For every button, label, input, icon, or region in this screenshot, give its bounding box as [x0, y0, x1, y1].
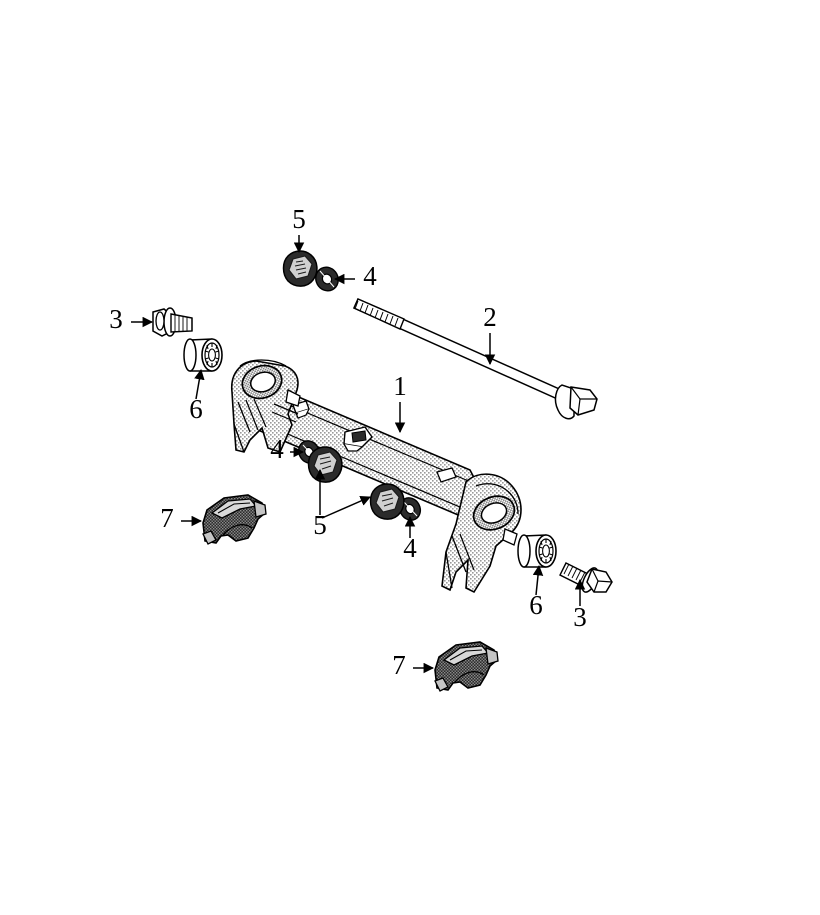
part-flange-nut-mid-lower [369, 483, 405, 520]
bar-highlight-line-b [263, 423, 475, 514]
callout-label-6a: 6 [189, 394, 203, 424]
callout-4b: 4 [270, 434, 305, 464]
callout-label-6b: 6 [529, 590, 543, 620]
part-flange-nut-mid-upper [307, 446, 343, 483]
part-bracket-left [202, 494, 267, 545]
callout-5-secondary-leader [321, 495, 371, 519]
callout-5a: 5 [292, 204, 306, 254]
callout-label-5a: 5 [292, 204, 306, 234]
callout-label-4b: 4 [270, 434, 284, 464]
part-washer-upper [315, 266, 339, 292]
callout-label-7a: 7 [160, 503, 174, 533]
callout-1: 1 [393, 371, 407, 434]
callout-leader-6a [194, 368, 205, 400]
callout-label-7b: 7 [392, 650, 406, 680]
callout-7b: 7 [392, 650, 435, 680]
through-bolt-thread [353, 298, 405, 330]
part-stabilizer-bar [231, 359, 522, 594]
callout-6b: 6 [529, 564, 544, 620]
part-flange-bolt-upper-left [152, 307, 193, 337]
part-flange-nut-upper [282, 250, 318, 287]
part-washer-mid-right [398, 497, 422, 521]
part-through-bolt-long [353, 298, 598, 420]
callout-label-5b: 5 [313, 510, 327, 540]
part-bushing-lower-right [517, 534, 557, 568]
callout-label-3b: 3 [573, 602, 587, 632]
callout-3b: 3 [573, 578, 587, 632]
callout-label-4a: 4 [363, 261, 377, 291]
callout-7a: 7 [160, 503, 203, 533]
callout-layer: 1 2 3 3 4 4 4 5 5 6 6 7 7 [109, 204, 587, 680]
callout-6a: 6 [189, 368, 205, 424]
callout-label-1: 1 [393, 371, 407, 401]
stabilizer-right-yoke [441, 473, 522, 594]
through-bolt-flange [554, 384, 575, 420]
bar-right-tab [436, 467, 457, 483]
callout-label-2: 2 [483, 302, 497, 332]
callout-4c: 4 [403, 515, 417, 563]
stabilizer-left-yoke [231, 359, 301, 453]
callout-4a: 4 [333, 261, 377, 291]
bar-mid-clip [343, 426, 373, 452]
callout-label-3a: 3 [109, 304, 123, 334]
callout-label-4c: 4 [403, 533, 417, 563]
callout-2: 2 [483, 302, 497, 366]
part-bracket-bottom [434, 641, 499, 692]
callout-3a: 3 [109, 304, 154, 334]
callout-leader-6b [532, 564, 544, 596]
part-flange-bolt-lower-right [559, 562, 613, 593]
part-bushing-upper-left [183, 338, 223, 372]
